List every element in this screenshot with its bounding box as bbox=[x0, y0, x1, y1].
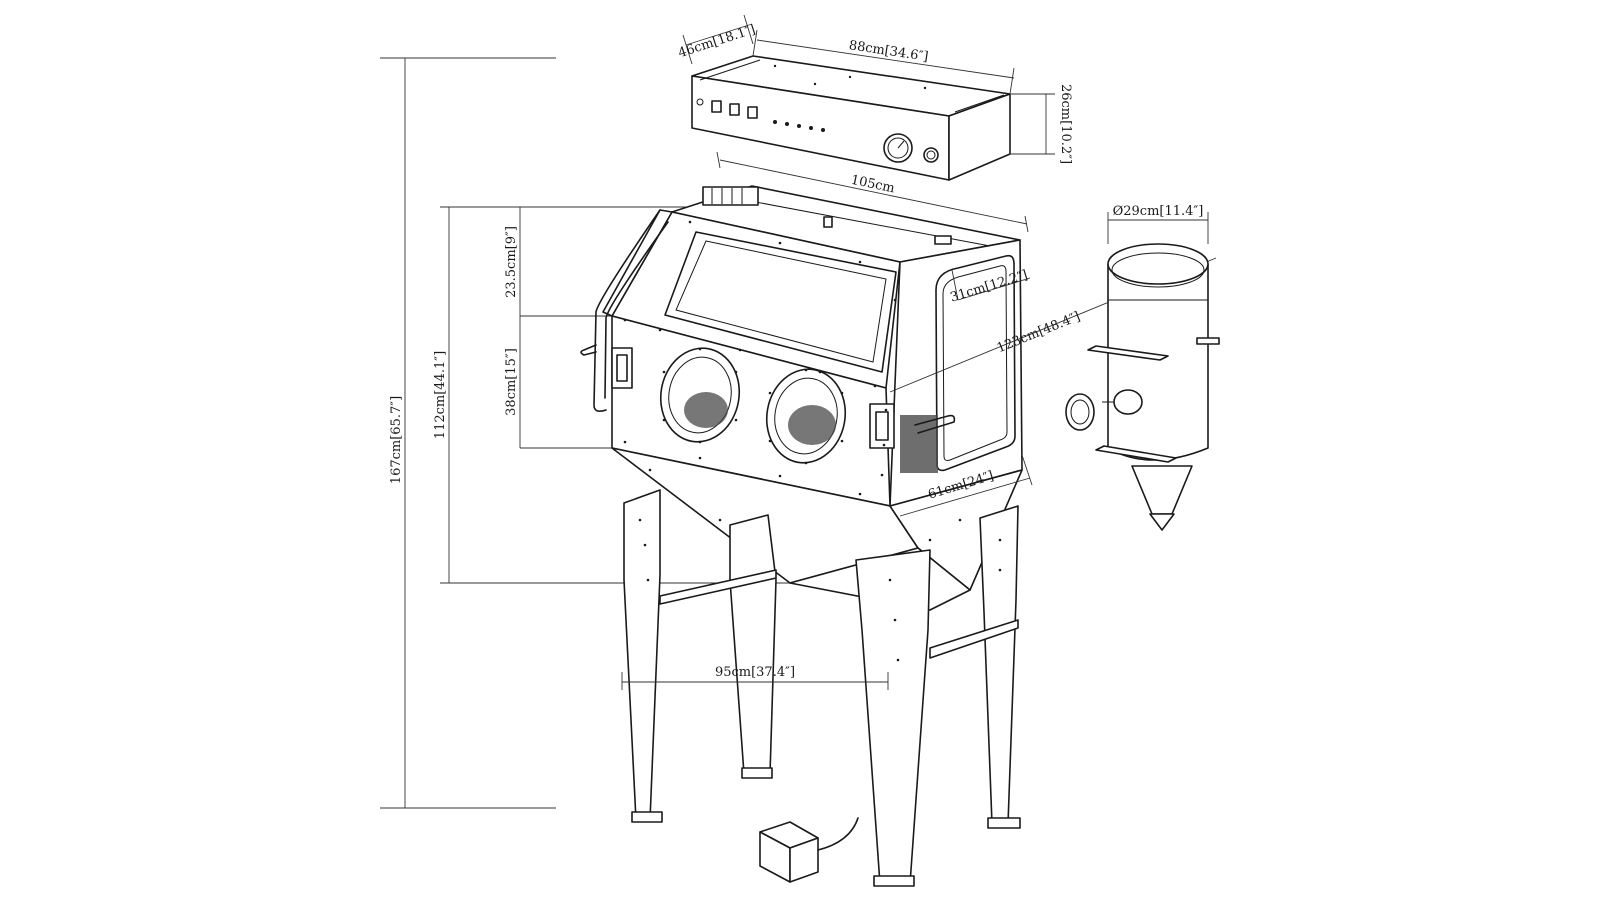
front-panel-dimensions: 23.5cm[9″] 38cm[15″] bbox=[504, 207, 630, 449]
indicator-lights bbox=[773, 120, 825, 132]
left-glove-port bbox=[659, 347, 741, 444]
dust-collector bbox=[1065, 243, 1220, 531]
collector-diameter-dimension: Ø29cm[11.4″] bbox=[1107, 204, 1209, 244]
cabinet-height-label: 112cm[44.1″] bbox=[433, 351, 448, 439]
cabinet-width-label: 105cm bbox=[849, 173, 896, 197]
total-height-dimension: 167cm[65.7″] bbox=[380, 57, 556, 809]
gasket-ring bbox=[1065, 393, 1095, 431]
viewing-window bbox=[664, 231, 897, 373]
left-cross-brace bbox=[659, 569, 777, 605]
collector-diameter-label: Ø29cm[11.4″] bbox=[1113, 204, 1204, 219]
toggle-switch-1-icon bbox=[711, 100, 722, 113]
body-screws bbox=[623, 220, 962, 542]
leg-width-dimension: 95cm[37.4″] bbox=[621, 665, 889, 690]
regulator-knob-icon bbox=[923, 147, 939, 163]
right-side-door bbox=[869, 254, 1016, 473]
top-depth-label: 46cm[18.1″] bbox=[677, 22, 758, 61]
right-glove-port bbox=[765, 368, 847, 465]
right-cross-brace bbox=[929, 619, 1019, 659]
top-height-label: 26cm[10.2″] bbox=[1058, 84, 1073, 164]
top-width-label: 88cm[34.6″] bbox=[848, 38, 929, 65]
window-height-label: 23.5cm[9″] bbox=[504, 226, 519, 298]
stand-legs bbox=[623, 489, 1021, 887]
left-door-frame bbox=[593, 209, 661, 412]
foot-pedal bbox=[759, 817, 859, 883]
terminal-block bbox=[702, 186, 759, 206]
cabinet-height-dimension: 112cm[44.1″] bbox=[433, 206, 805, 584]
port-height-label: 38cm[15″] bbox=[504, 348, 519, 416]
control-box bbox=[691, 55, 1011, 181]
toggle-switch-2-icon bbox=[729, 103, 740, 116]
total-height-label: 167cm[65.7″] bbox=[389, 396, 404, 484]
leg-width-label: 95cm[37.4″] bbox=[715, 665, 795, 680]
toggle-switch-3-icon bbox=[747, 106, 758, 119]
